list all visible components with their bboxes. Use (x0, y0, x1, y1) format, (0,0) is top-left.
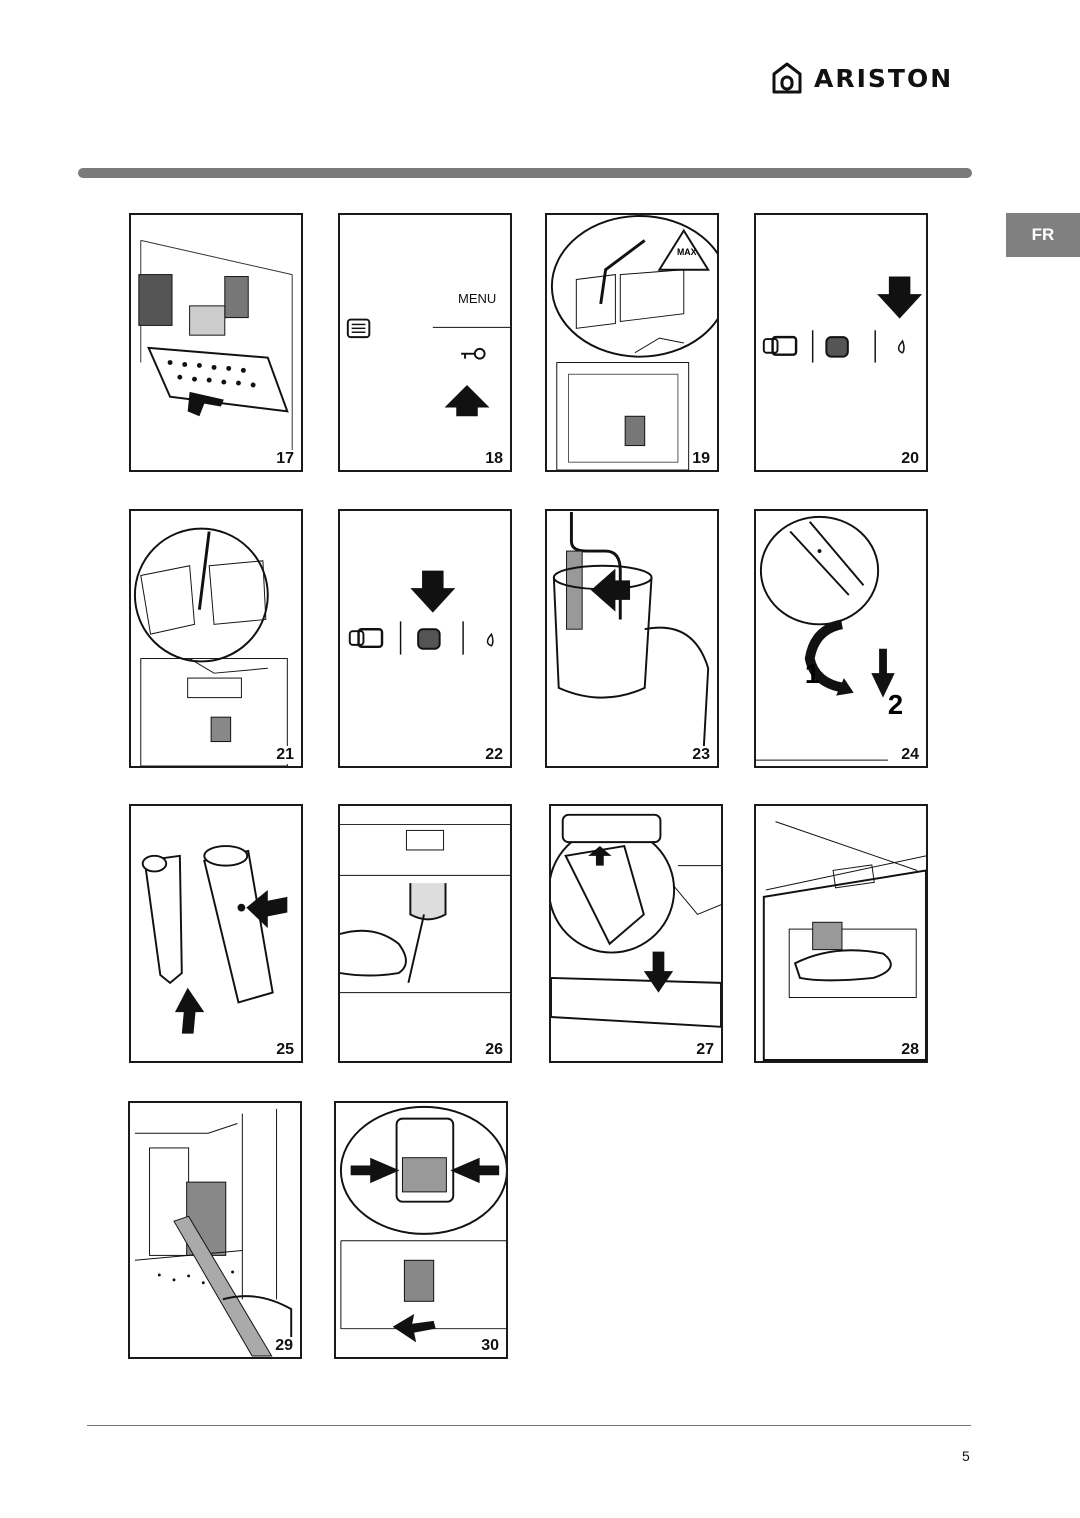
figure-21: 21 (129, 509, 303, 768)
figure-number: 28 (900, 1041, 920, 1059)
double-cup-icon (762, 335, 798, 356)
svg-text:1: 1 (805, 658, 820, 689)
svg-text:2: 2 (888, 689, 903, 720)
key-icon (461, 347, 486, 360)
figure-23: 23 (545, 509, 719, 768)
up-arrow-icon (444, 385, 490, 417)
single-cup-icon (417, 628, 441, 650)
figure-30: 30 (334, 1101, 508, 1359)
control-panel-press-illustration (762, 276, 923, 363)
figure-22: 22 (338, 509, 512, 768)
footer-divider (87, 1425, 971, 1426)
brew-unit-removal-illustration (339, 1105, 506, 1343)
figure-number: 19 (691, 450, 711, 468)
figure-number: 23 (691, 746, 711, 764)
brew-unit-cleaning-illustration (134, 1108, 293, 1357)
figure-29: 29 (128, 1101, 302, 1359)
ariston-logo: ARISTON (772, 60, 982, 96)
single-cup-icon (825, 336, 849, 358)
coffee-dose-max-warning-illustration: MAX (550, 215, 717, 470)
figure-26: 26 (338, 804, 512, 1063)
nozzle-parts-illustration (141, 845, 288, 1034)
figure-number: 30 (480, 1337, 500, 1355)
nozzle-cleaning-needle-illustration (340, 824, 510, 994)
house-logo-icon (772, 62, 802, 94)
control-panel-steam-illustration (348, 570, 494, 655)
figure-20: 20 (754, 213, 928, 472)
figure-number: 22 (484, 746, 504, 764)
menu-key-illustration (346, 318, 510, 417)
language-tab[interactable]: FR (1006, 213, 1080, 257)
milk-jug-steam-wand-illustration (552, 511, 710, 757)
steam-nozzle-removal-illustration: 1 2 (756, 515, 903, 761)
down-arrow-icon (877, 276, 923, 319)
svg-text:MAX: MAX (677, 247, 697, 257)
menu-icon (346, 318, 371, 339)
double-cup-icon (348, 627, 384, 649)
figure-number: 25 (275, 1041, 295, 1059)
figure-number: 20 (900, 450, 920, 468)
figure-18: MENU 18 (338, 213, 512, 472)
figure-17: 17 (129, 213, 303, 472)
figure-24: 1 2 24 (754, 509, 928, 768)
figure-27: 27 (549, 804, 723, 1063)
figure-19: MAX 19 (545, 213, 719, 472)
figure-number: 24 (900, 746, 920, 764)
steam-icon (897, 339, 905, 354)
drip-tray-grid-illustration (551, 813, 721, 1028)
header-divider-bar (78, 168, 972, 178)
figure-28: 28 (754, 804, 928, 1063)
figure-number: 29 (274, 1337, 294, 1355)
page-number: 5 (962, 1448, 970, 1464)
cleaning-brush-illustration (133, 527, 288, 766)
menu-label: MENU (458, 291, 497, 306)
down-arrow-icon (410, 570, 456, 613)
figure-number: 21 (275, 746, 295, 764)
figure-number: 26 (484, 1041, 504, 1059)
figure-number: 27 (695, 1041, 715, 1059)
drip-tray-removal-illustration (138, 239, 293, 451)
cleaning-cloth-illustration (762, 821, 926, 1061)
figure-25: 25 (129, 804, 303, 1063)
brand-name: ARISTON (814, 63, 954, 93)
figure-number: 17 (275, 450, 295, 468)
figure-number: 18 (484, 450, 504, 468)
steam-icon (486, 632, 494, 647)
